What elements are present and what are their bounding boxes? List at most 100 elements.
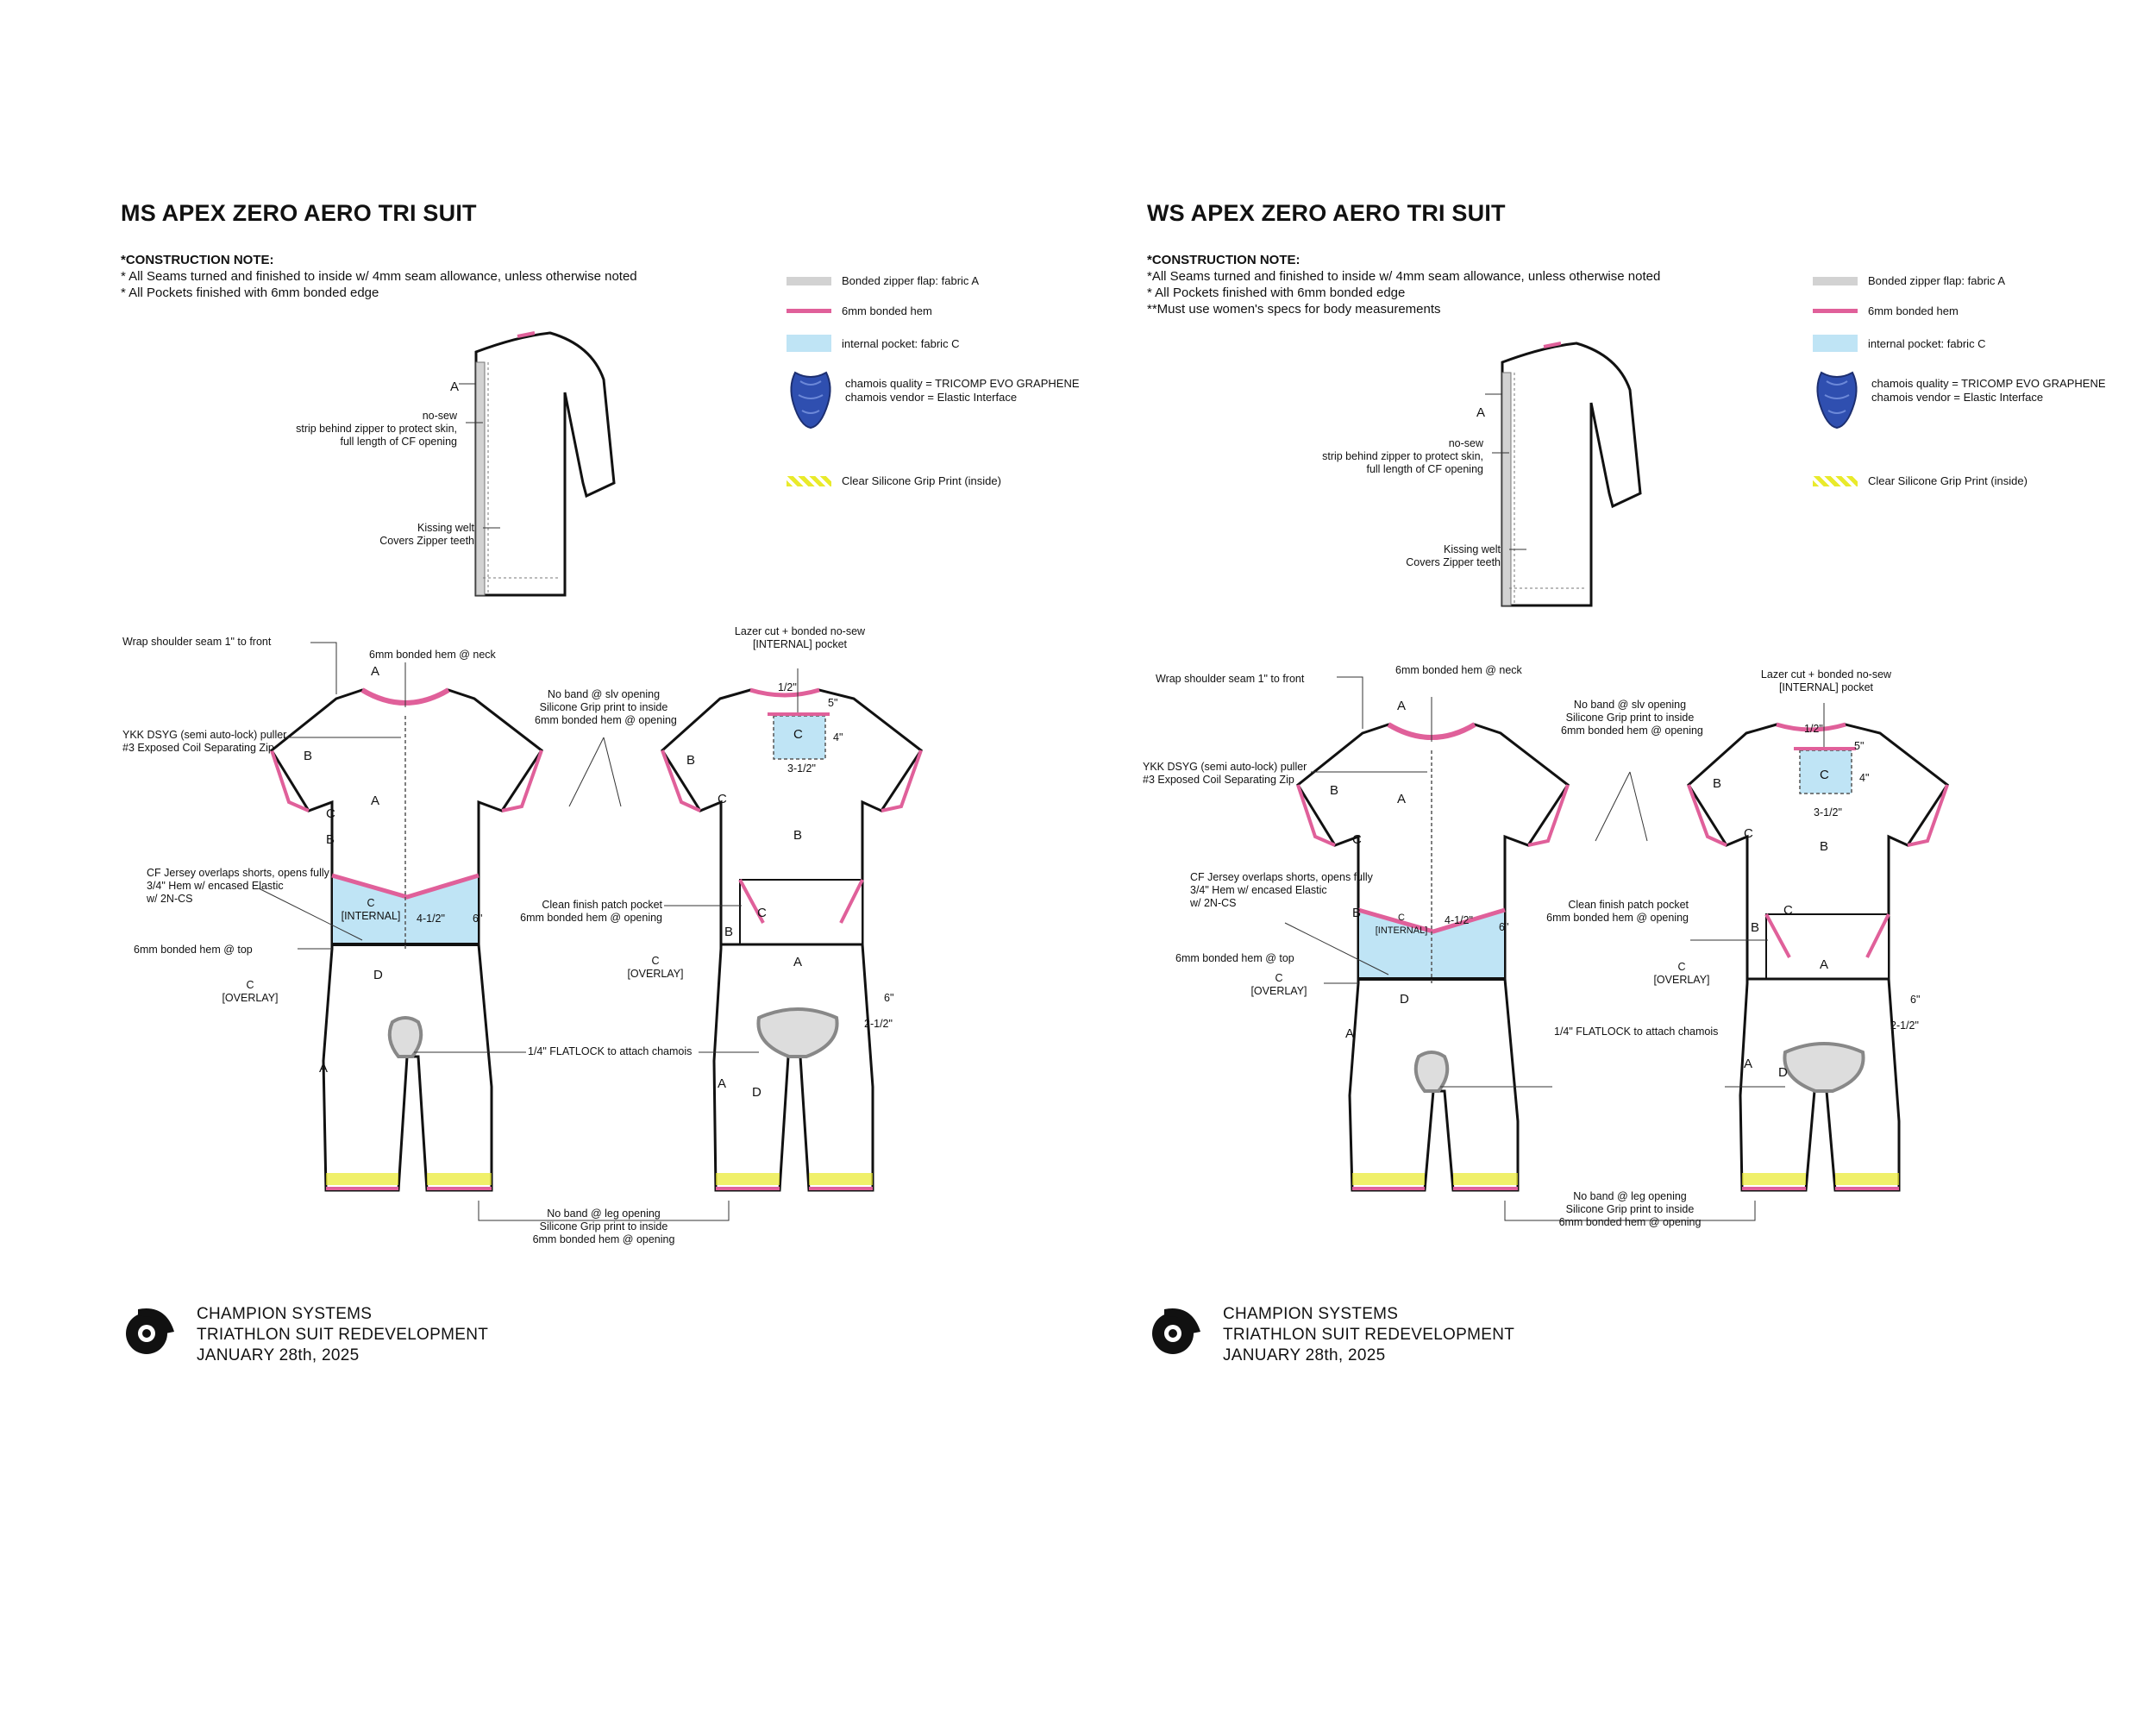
- footer-text: CHAMPION SYSTEMS TRIATHLON SUIT REDEVELO…: [1223, 1304, 1514, 1366]
- hem-top-note: 6mm bonded hem @ top: [134, 944, 253, 956]
- dim-half: 1/2": [1804, 723, 1823, 735]
- chamois-icon: [1816, 371, 1858, 430]
- fabric-label-a: A: [1397, 699, 1407, 713]
- dim-four: 4": [833, 731, 843, 743]
- fabric-label-a: A: [1397, 792, 1407, 806]
- legend-label: internal pocket: fabric C: [1868, 336, 1986, 350]
- legend-label: Clear Silicone Grip Print (inside): [1868, 474, 2028, 487]
- note-line: * All Pockets finished with 6mm bonded e…: [1147, 285, 1406, 300]
- legend-label: 6mm bonded hem: [842, 304, 932, 317]
- dim-three-half: 3-1/2": [1814, 806, 1842, 819]
- fabric-label-c: C: [1744, 826, 1753, 841]
- legend-label: Bonded zipper flap: fabric A: [842, 274, 979, 287]
- fabric-label-a: A: [1820, 957, 1829, 972]
- note-line: **Must use women's specs for body measur…: [1147, 302, 1441, 317]
- internal-pocket-note: C[INTERNAL]: [341, 897, 401, 922]
- fabric-label-a: A: [371, 794, 380, 808]
- callout-leaders: [258, 383, 799, 1221]
- dim-four: 4": [1859, 772, 1870, 784]
- legend-item-zipper-flap: Bonded zipper flap: fabric A: [787, 274, 979, 287]
- fabric-label-a: A: [371, 664, 380, 679]
- project-date: JANUARY 28th, 2025: [1223, 1346, 1386, 1364]
- chamois-vendor-label: chamois vendor = Elastic Interface: [1871, 391, 2044, 404]
- fabric-label-d: D: [752, 1085, 761, 1100]
- fabric-label-c: C: [793, 727, 803, 742]
- dim-five: 5": [1854, 740, 1865, 752]
- note-line: *All Seams turned and finished to inside…: [1147, 269, 1661, 284]
- legend-label: 6mm bonded hem: [1868, 304, 1959, 317]
- front-suit-flat: [270, 687, 544, 1192]
- callout-leaders: [1284, 676, 1825, 1221]
- flatlock-note: 1/4" FLATLOCK to attach chamois: [528, 1045, 693, 1057]
- footer-text: CHAMPION SYSTEMS TRIATHLON SUIT REDEVELO…: [197, 1304, 488, 1366]
- dim-four-half: 4-1/2": [1445, 914, 1473, 926]
- back-suit-flat: [661, 687, 924, 1192]
- neck-hem-note: 6mm bonded hem @ neck: [1395, 664, 1522, 676]
- legend-label: Clear Silicone Grip Print (inside): [842, 474, 1001, 487]
- hem-top-note: 6mm bonded hem @ top: [1175, 952, 1294, 964]
- women-suit-panel: WS APEX ZERO AERO TRI SUIT *CONSTRUCTION…: [1026, 0, 2106, 1725]
- dim-three-half: 3-1/2": [787, 762, 816, 775]
- dim-six: 6": [473, 913, 483, 925]
- fabric-label-a: A: [319, 1061, 329, 1076]
- overlay-note: C[OVERLAY]: [1250, 972, 1307, 997]
- men-suit-panel: MS APEX ZERO AERO TRI SUIT *CONSTRUCTION…: [121, 200, 1080, 1366]
- fabric-label-a: A: [1476, 405, 1486, 420]
- jersey-side-view: [474, 331, 616, 597]
- fabric-label-a: A: [450, 380, 460, 394]
- front-suit-flat: [1296, 722, 1570, 1192]
- dim-two-half: 2-1/2": [1890, 1019, 1919, 1032]
- fabric-label-b: B: [1820, 839, 1829, 854]
- chamois-vendor-label: chamois vendor = Elastic Interface: [845, 391, 1018, 404]
- legend-item-grip-print: Clear Silicone Grip Print (inside): [1813, 474, 2028, 487]
- champion-systems-logo-icon: [126, 1308, 174, 1354]
- legend-item-grip-print: Clear Silicone Grip Print (inside): [787, 474, 1001, 487]
- bonded-hem-swatch: [1813, 309, 1858, 313]
- callout-leaders: [1485, 393, 1526, 550]
- project-name: TRIATHLON SUIT REDEVELOPMENT: [197, 1326, 489, 1344]
- zip-puller-note: YKK DSYG (semi auto-lock) puller#3 Expos…: [122, 729, 287, 754]
- fabric-label-b: B: [793, 828, 803, 843]
- project-date: JANUARY 28th, 2025: [197, 1346, 360, 1364]
- wrap-shoulder-note: Wrap shoulder seam 1" to front: [1156, 673, 1305, 685]
- dim-half: 1/2": [778, 681, 797, 693]
- footer: CHAMPION SYSTEMS TRIATHLON SUIT REDEVELO…: [1147, 1301, 1514, 1366]
- garment-flats: [258, 331, 924, 1221]
- note-line: * All Pockets finished with 6mm bonded e…: [121, 285, 379, 300]
- fabric-label-c: C: [326, 806, 335, 821]
- overlay-note: C[OVERLAY]: [1653, 961, 1710, 986]
- legend-item-internal-pocket: internal pocket: fabric C: [1813, 335, 1986, 352]
- internal-pocket-swatch: [1813, 335, 1858, 352]
- fabric-label-d: D: [1400, 992, 1409, 1007]
- legend-item-bonded-hem: 6mm bonded hem: [787, 304, 932, 317]
- fabric-label-b: B: [724, 925, 734, 939]
- legend-label: internal pocket: fabric C: [842, 336, 960, 350]
- note-heading: *CONSTRUCTION NOTE:: [121, 253, 274, 267]
- grip-print-swatch: [787, 475, 831, 486]
- company-name: CHAMPION SYSTEMS: [197, 1305, 373, 1323]
- fabric-label-d: D: [1778, 1065, 1788, 1080]
- zip-puller-note: YKK DSYG (semi auto-lock) puller#3 Expos…: [1143, 761, 1307, 786]
- neck-hem-note: 6mm bonded hem @ neck: [369, 649, 496, 661]
- legend-item-bonded-hem: 6mm bonded hem: [1813, 304, 1959, 317]
- fabric-label-b: B: [326, 832, 335, 847]
- wrap-shoulder-note: Wrap shoulder seam 1" to front: [122, 636, 272, 648]
- company-name: CHAMPION SYSTEMS: [1223, 1305, 1399, 1323]
- fabric-label-b: B: [1713, 776, 1722, 791]
- laser-pocket-note: Lazer cut + bonded no-sew[INTERNAL] pock…: [734, 625, 866, 650]
- jersey-side-view: [1501, 342, 1642, 607]
- note-line: * All Seams turned and finished to insid…: [121, 269, 637, 284]
- footer: CHAMPION SYSTEMS TRIATHLON SUIT REDEVELO…: [121, 1301, 488, 1366]
- legend-item-chamois: chamois quality = TRICOMP EVO GRAPHENE c…: [1813, 369, 2106, 431]
- dim-four-half: 4-1/2": [417, 913, 445, 925]
